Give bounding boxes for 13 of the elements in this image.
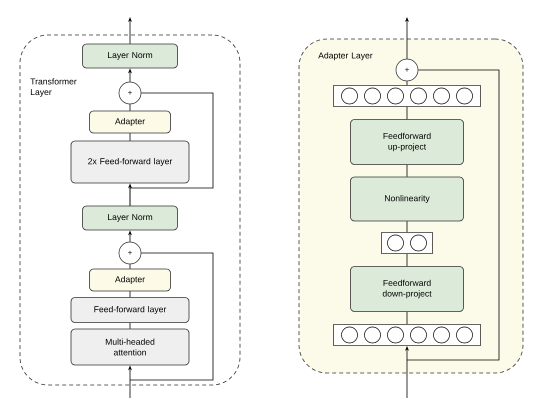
- layer-norm-box: Layer Norm: [82, 206, 178, 230]
- neuron-bar: [333, 85, 481, 107]
- adapter-box: Adapter: [89, 268, 171, 292]
- adapter-box: Adapter: [89, 110, 171, 134]
- down-project-box: Feedforward down-project: [350, 266, 464, 312]
- attention-box: Multi-headed attention: [70, 328, 190, 366]
- nonlinearity-box: Nonlinearity: [350, 176, 464, 222]
- feed-forward-box: Feed-forward layer: [70, 297, 190, 323]
- feed-forward-box: 2x Feed-forward layer: [70, 140, 190, 184]
- layer-norm-box: Layer Norm: [82, 44, 178, 68]
- neuron-bar: [381, 232, 433, 254]
- up-project-box: Feedforward up-project: [350, 119, 464, 165]
- neuron-bar: [333, 324, 481, 346]
